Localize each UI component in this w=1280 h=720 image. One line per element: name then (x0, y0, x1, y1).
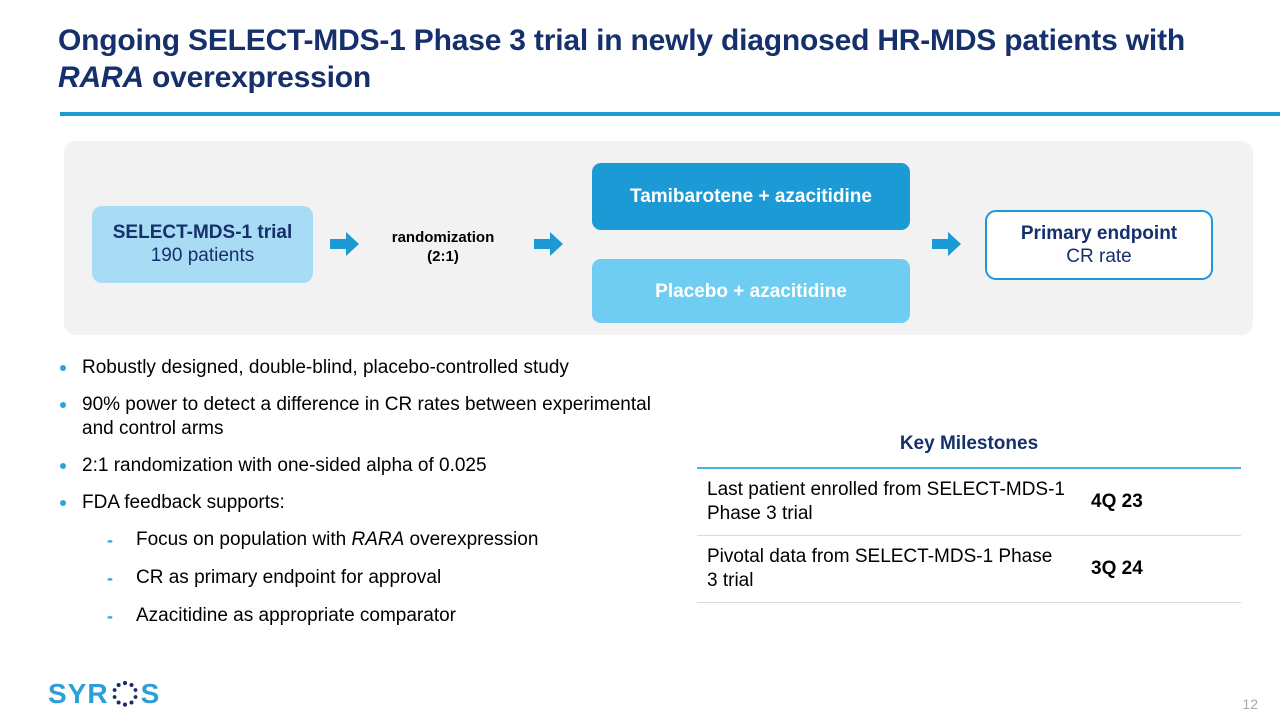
bullet-dot-icon (60, 365, 66, 371)
sub-list-item-label: Azacitidine as appropriate comparator (136, 605, 457, 626)
syros-logo: SYR S (48, 679, 160, 709)
key-milestones-table: Last patient enrolled from SELECT-MDS-1 … (697, 467, 1241, 603)
dash-bullet-icon: - (107, 530, 113, 550)
table-row: Pivotal data from SELECT-MDS-1 Phase 3 t… (697, 535, 1241, 603)
list-item-label: FDA feedback supports: (82, 492, 285, 513)
list-item: 90% power to detect a difference in CR r… (56, 393, 676, 441)
page-title-italic: RARA (58, 61, 144, 94)
trial-box-title: SELECT-MDS-1 trial (112, 222, 293, 243)
page-number: 12 (1242, 696, 1258, 712)
logo-text-suffix: S (140, 678, 161, 709)
trial-box: SELECT-MDS-1 trial 190 patients (92, 206, 313, 283)
list-item: Robustly designed, double-blind, placebo… (56, 356, 676, 380)
bullet-dot-icon (60, 463, 66, 469)
arrow-right-icon (932, 231, 962, 257)
randomization-label-line2: (2:1) (427, 248, 459, 265)
list-item-label: 2:1 randomization with one-sided alpha o… (82, 455, 487, 476)
logo-text-prefix: SYR (48, 678, 109, 709)
sub-list-item: - Focus on population with RARA overexpr… (56, 528, 676, 552)
placebo-arm-box: Placebo + azacitidine (592, 259, 910, 323)
bullet-dot-icon (60, 402, 66, 408)
table-row: Last patient enrolled from SELECT-MDS-1 … (697, 467, 1241, 536)
treatment-arm-box: Tamibarotene + azacitidine (592, 163, 910, 230)
treatment-arm-label: Tamibarotene + azacitidine (630, 186, 872, 207)
dash-bullet-icon: - (107, 606, 113, 626)
sub-list-item: - CR as primary endpoint for approval (56, 566, 676, 590)
placebo-arm-label: Placebo + azacitidine (655, 280, 847, 302)
randomization-label-line1: randomization (391, 229, 495, 246)
primary-endpoint-box: Primary endpoint CR rate (985, 210, 1213, 280)
bullet-list: Robustly designed, double-blind, placebo… (56, 356, 676, 642)
page-title: Ongoing SELECT-MDS-1 Phase 3 trial in ne… (58, 22, 1228, 96)
list-item: 2:1 randomization with one-sided alpha o… (56, 454, 676, 478)
key-milestones-section: Key Milestones Last patient enrolled fro… (697, 433, 1241, 603)
milestone-timing: 4Q 23 (1065, 467, 1241, 536)
list-item-label: Robustly designed, double-blind, placebo… (82, 357, 569, 378)
trial-box-subtitle: 190 patients (150, 245, 255, 266)
list-item-label: 90% power to detect a difference in CR r… (82, 394, 651, 439)
title-divider (60, 112, 1280, 116)
dash-bullet-icon: - (107, 568, 113, 588)
page-title-text-2: overexpression (143, 61, 371, 94)
arrow-right-icon (534, 231, 564, 257)
sub-list-item-label: Focus on population with RARA overexpres… (136, 529, 539, 550)
milestone-timing: 3Q 24 (1065, 535, 1241, 603)
sub-bullet-list: - Focus on population with RARA overexpr… (56, 528, 676, 628)
page-title-text-1: Ongoing SELECT-MDS-1 Phase 3 trial in ne… (58, 24, 1185, 57)
randomization-label: randomization (2:1) (358, 228, 528, 266)
primary-endpoint-title: Primary endpoint (1020, 222, 1178, 244)
milestone-event: Last patient enrolled from SELECT-MDS-1 … (697, 467, 1065, 536)
arrow-right-icon (330, 231, 360, 257)
key-milestones-title: Key Milestones (899, 433, 1039, 454)
milestone-event: Pivotal data from SELECT-MDS-1 Phase 3 t… (697, 535, 1065, 603)
list-item: FDA feedback supports: (56, 491, 676, 515)
primary-endpoint-value: CR rate (1066, 245, 1132, 267)
sub-list-item-label: CR as primary endpoint for approval (136, 567, 442, 588)
logo-orb-icon (110, 679, 140, 709)
bullet-dot-icon (60, 500, 66, 506)
sub-list-item: - Azacitidine as appropriate comparator (56, 604, 676, 628)
